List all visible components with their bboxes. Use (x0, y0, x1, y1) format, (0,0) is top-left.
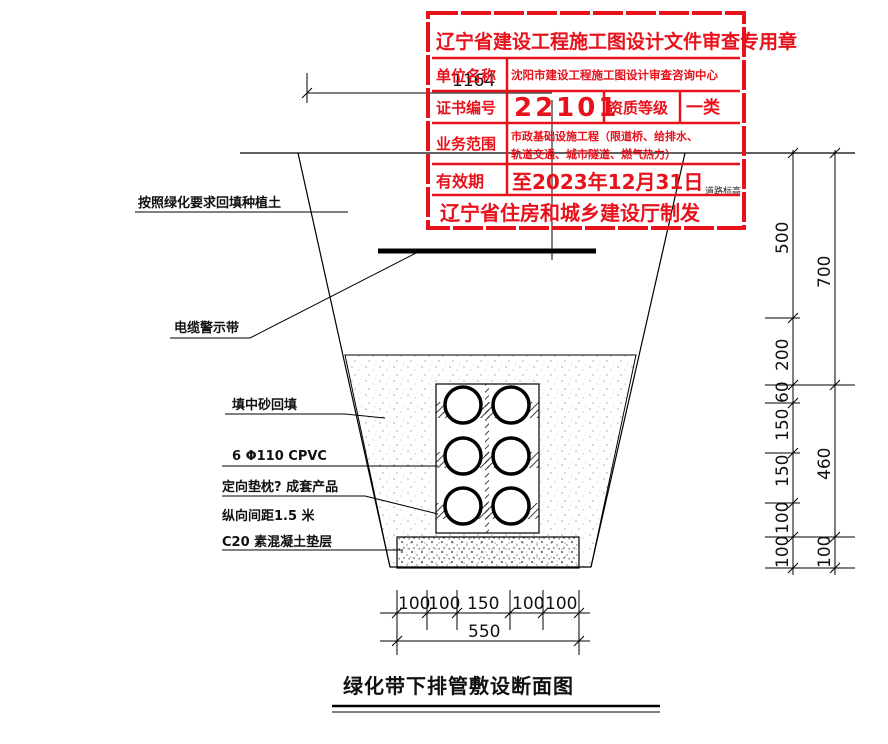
dim-right-60: 60 (773, 381, 793, 403)
drawing-title: 绿化带下排管敷设断面图 (343, 674, 574, 698)
stamp-cert-value: 22101 (514, 93, 619, 123)
label-spacer: 定向垫枕? 成套产品 (221, 479, 338, 495)
pipe-block (435, 383, 540, 534)
dim-right-200: 200 (773, 339, 793, 371)
stamp-scope-label: 业务范围 (436, 135, 496, 153)
leader-lines (135, 211, 439, 551)
dim-bottom-4: 100 (512, 594, 544, 614)
stamp-cert-label: 证书编号 (436, 99, 496, 117)
right-dimensions (765, 147, 855, 575)
stamp-header: 辽宁省建设工程施工图设计文件审查专用章 (436, 30, 797, 53)
label-sand-backfill: 填中砂回填 (232, 397, 297, 413)
review-stamp: 辽宁省建设工程施工图设计文件审查专用章 单位名称 沈阳市建设工程施工图设计审查咨… (426, 11, 797, 230)
stamp-scope-value-2: 轨道交通、城市隧道、燃气热力） (511, 147, 676, 161)
concrete-bedding (396, 536, 580, 569)
dim-right-100a: 100 (773, 502, 793, 534)
dim-bottom-3: 150 (467, 594, 499, 614)
dim-bottom-1: 100 (398, 594, 430, 614)
label-spacing: 纵向间距1.5 米 (222, 508, 316, 524)
dim-right-100b: 100 (773, 536, 793, 568)
dim-bottom-5: 100 (545, 594, 577, 614)
dim-bottom-2: 100 (428, 594, 460, 614)
label-backfill-soil: 按照绿化要求回填种植土 (138, 195, 281, 211)
stamp-unit-label: 单位名称 (436, 67, 496, 85)
stamp-unit-value: 沈阳市建设工程施工图设计审查咨询中心 (511, 68, 718, 82)
dim-right-460: 460 (815, 448, 835, 480)
bottom-dimensions (380, 590, 590, 655)
stamp-scope-value-1: 市政基础设施工程（限道桥、给排水、 (511, 129, 698, 143)
dim-bottom-total: 550 (468, 622, 500, 642)
stamp-footer: 辽宁省住房和城乡建设厅制发 (440, 201, 701, 225)
stamp-qual-label: 资质等级 (608, 99, 669, 117)
stamp-qual-value: 一类 (686, 97, 721, 118)
label-bedding: C20 素混凝土垫层 (222, 534, 332, 550)
label-pipes: 6 Φ110 CPVC (232, 449, 327, 464)
dim-right-150b: 150 (773, 455, 793, 487)
dim-right-100c: 100 (815, 536, 835, 568)
dim-right-500: 500 (773, 222, 793, 254)
dim-right-700: 700 (815, 256, 835, 288)
dim-right-150a: 150 (773, 409, 793, 441)
pipe-circle (443, 385, 531, 526)
stamp-valid-label: 有效期 (436, 172, 484, 191)
top-offset-value: 1164 (452, 71, 495, 91)
label-warning-tape: 电缆警示带 (174, 320, 239, 336)
stamp-valid-value: 至2023年12月31日 (512, 170, 703, 194)
